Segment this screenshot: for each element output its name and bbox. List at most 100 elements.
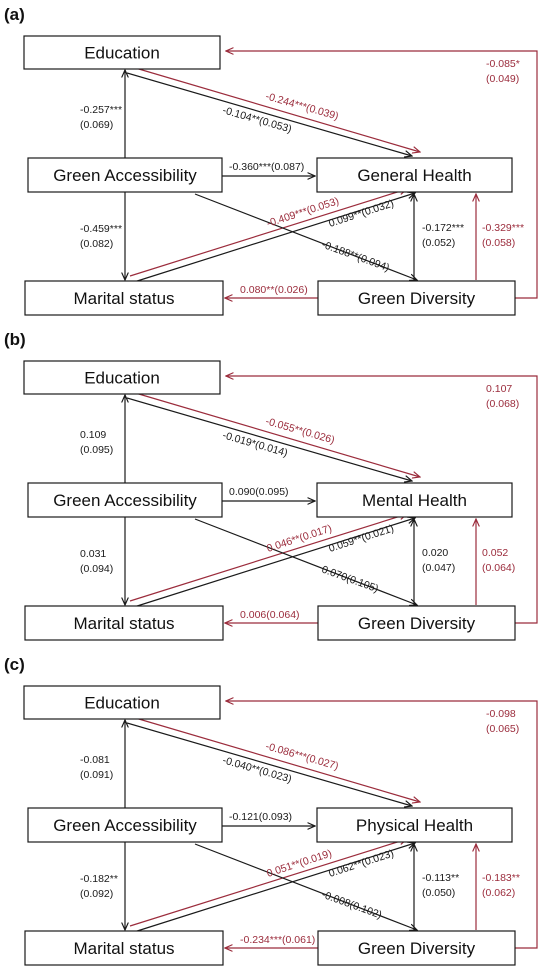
edge-education-outcome-direct <box>126 397 412 481</box>
education-node-label: Education <box>84 694 160 713</box>
panel-tag: (c) <box>4 655 25 674</box>
coef-diversity-marital: 0.080**(0.026) <box>240 284 308 296</box>
coef-accessibility-education-se: (0.095) <box>80 444 113 456</box>
edge-marital-outcome-direct <box>133 518 415 608</box>
panel-tag: (a) <box>4 5 25 24</box>
coef-marital-outcome-direct: 0.062**(0.023) <box>327 848 395 880</box>
edge-education-outcome-indirect <box>131 716 420 802</box>
coef-accessibility-diversity: 0.070(0.105) <box>320 564 380 596</box>
marital-node-label: Marital status <box>73 289 174 308</box>
outcome-node-box <box>316 807 513 843</box>
coef-accessibility-outcome: -0.121(0.093) <box>229 811 292 823</box>
coef-diversity-outcome-direct: 0.020 <box>422 547 448 559</box>
coef-education-outcome-direct: -0.019*(0.014) <box>221 429 289 459</box>
outcome-node-label: Physical Health <box>356 816 473 835</box>
education-node-label: Education <box>84 44 160 63</box>
outcome-node-label: General Health <box>357 166 471 185</box>
edge-marital-outcome-direct <box>133 193 415 283</box>
edge-education-outcome-direct <box>126 72 412 156</box>
coef-diversity-outcome-indirect: 0.052 <box>482 547 508 559</box>
coef-diversity-outcome-direct: -0.172*** <box>422 222 464 234</box>
coef-accessibility-education-se: (0.069) <box>80 119 113 131</box>
diversity-node-label: Green Diversity <box>358 614 476 633</box>
edge-education-outcome-indirect <box>131 66 420 152</box>
edge-education-outcome-indirect <box>131 391 420 477</box>
diversity-node-box <box>317 605 516 641</box>
coef-accessibility-marital: -0.459*** <box>80 223 122 235</box>
accessibility-node-label: Green Accessibility <box>53 491 197 510</box>
education-node-box <box>23 35 221 70</box>
edge-marital-outcome-direct <box>133 843 415 933</box>
accessibility-node-box <box>27 157 223 193</box>
coef-education-outcome-direct: -0.104**(0.053) <box>221 104 293 135</box>
marital-node-box <box>24 280 224 316</box>
coef-accessibility-marital-se: (0.094) <box>80 563 113 575</box>
coef-education-outcome-direct: -0.040**(0.023) <box>221 754 293 785</box>
edge-diversity-education <box>226 701 538 949</box>
edge-accessibility-diversity <box>194 843 417 930</box>
coef-diversity-marital: 0.006(0.064) <box>240 609 300 621</box>
accessibility-node-label: Green Accessibility <box>53 816 197 835</box>
edge-education-outcome-direct <box>126 722 412 806</box>
outcome-node-box <box>316 482 513 518</box>
coef-marital-outcome-indirect: 0.051**(0.019) <box>265 848 333 880</box>
education-node-box <box>23 685 221 720</box>
marital-node-box <box>24 605 224 641</box>
accessibility-node-box <box>27 482 223 518</box>
coef-marital-outcome-indirect: 0.046**(0.017) <box>265 523 333 555</box>
outcome-node-box <box>316 157 513 193</box>
edge-accessibility-diversity <box>194 518 417 605</box>
education-node-box <box>23 360 221 395</box>
coef-diversity-outcome-direct-se: (0.047) <box>422 562 455 574</box>
diversity-node-label: Green Diversity <box>358 289 476 308</box>
coef-accessibility-diversity: -0.008(0.102) <box>320 889 383 922</box>
marital-node-box <box>24 930 224 966</box>
coef-diversity-education: 0.107 <box>486 383 512 395</box>
coef-accessibility-marital-se: (0.092) <box>80 888 113 900</box>
coef-diversity-outcome-indirect-se: (0.064) <box>482 562 515 574</box>
coef-diversity-outcome-direct-se: (0.050) <box>422 887 455 899</box>
coef-accessibility-marital: -0.182** <box>80 873 118 885</box>
accessibility-node-box <box>27 807 223 843</box>
diversity-node-box <box>317 280 516 316</box>
coef-marital-outcome-direct: 0.059**(0.021) <box>327 523 395 555</box>
edge-accessibility-diversity <box>194 193 417 280</box>
coef-accessibility-marital-se: (0.082) <box>80 238 113 250</box>
coef-accessibility-marital: 0.031 <box>80 548 106 560</box>
diversity-node-label: Green Diversity <box>358 939 476 958</box>
coef-diversity-education: -0.085* <box>486 58 520 70</box>
coef-diversity-education-se: (0.049) <box>486 73 519 85</box>
edge-diversity-education <box>226 376 538 624</box>
coef-diversity-education: -0.098 <box>486 708 516 720</box>
panel-tag: (b) <box>4 330 26 349</box>
coef-diversity-outcome-direct-se: (0.052) <box>422 237 455 249</box>
coef-accessibility-education: -0.257*** <box>80 104 122 116</box>
marital-node-label: Marital status <box>73 614 174 633</box>
diversity-node-box <box>317 930 516 966</box>
edge-marital-outcome-indirect <box>129 189 407 277</box>
coef-accessibility-outcome: 0.090(0.095) <box>229 486 289 498</box>
coef-accessibility-education: 0.109 <box>80 429 106 441</box>
accessibility-node-label: Green Accessibility <box>53 166 197 185</box>
coef-accessibility-education-se: (0.091) <box>80 769 113 781</box>
coef-diversity-marital: -0.234***(0.061) <box>240 934 315 946</box>
edge-marital-outcome-indirect <box>129 514 407 602</box>
coef-diversity-outcome-indirect: -0.329*** <box>482 222 524 234</box>
coef-accessibility-education: -0.081 <box>80 754 110 766</box>
coef-diversity-outcome-indirect-se: (0.058) <box>482 237 515 249</box>
coef-diversity-outcome-direct: -0.113** <box>422 872 459 884</box>
outcome-node-label: Mental Health <box>362 491 467 510</box>
edge-diversity-education <box>226 51 538 299</box>
education-node-label: Education <box>84 369 160 388</box>
coef-diversity-outcome-indirect-se: (0.062) <box>482 887 515 899</box>
coef-diversity-education-se: (0.068) <box>486 398 519 410</box>
coef-accessibility-diversity: -0.188**(0.094) <box>320 239 391 275</box>
coef-diversity-outcome-indirect: -0.183** <box>482 872 520 884</box>
edge-marital-outcome-indirect <box>129 839 407 927</box>
marital-node-label: Marital status <box>73 939 174 958</box>
coef-accessibility-outcome: -0.360***(0.087) <box>229 161 304 173</box>
